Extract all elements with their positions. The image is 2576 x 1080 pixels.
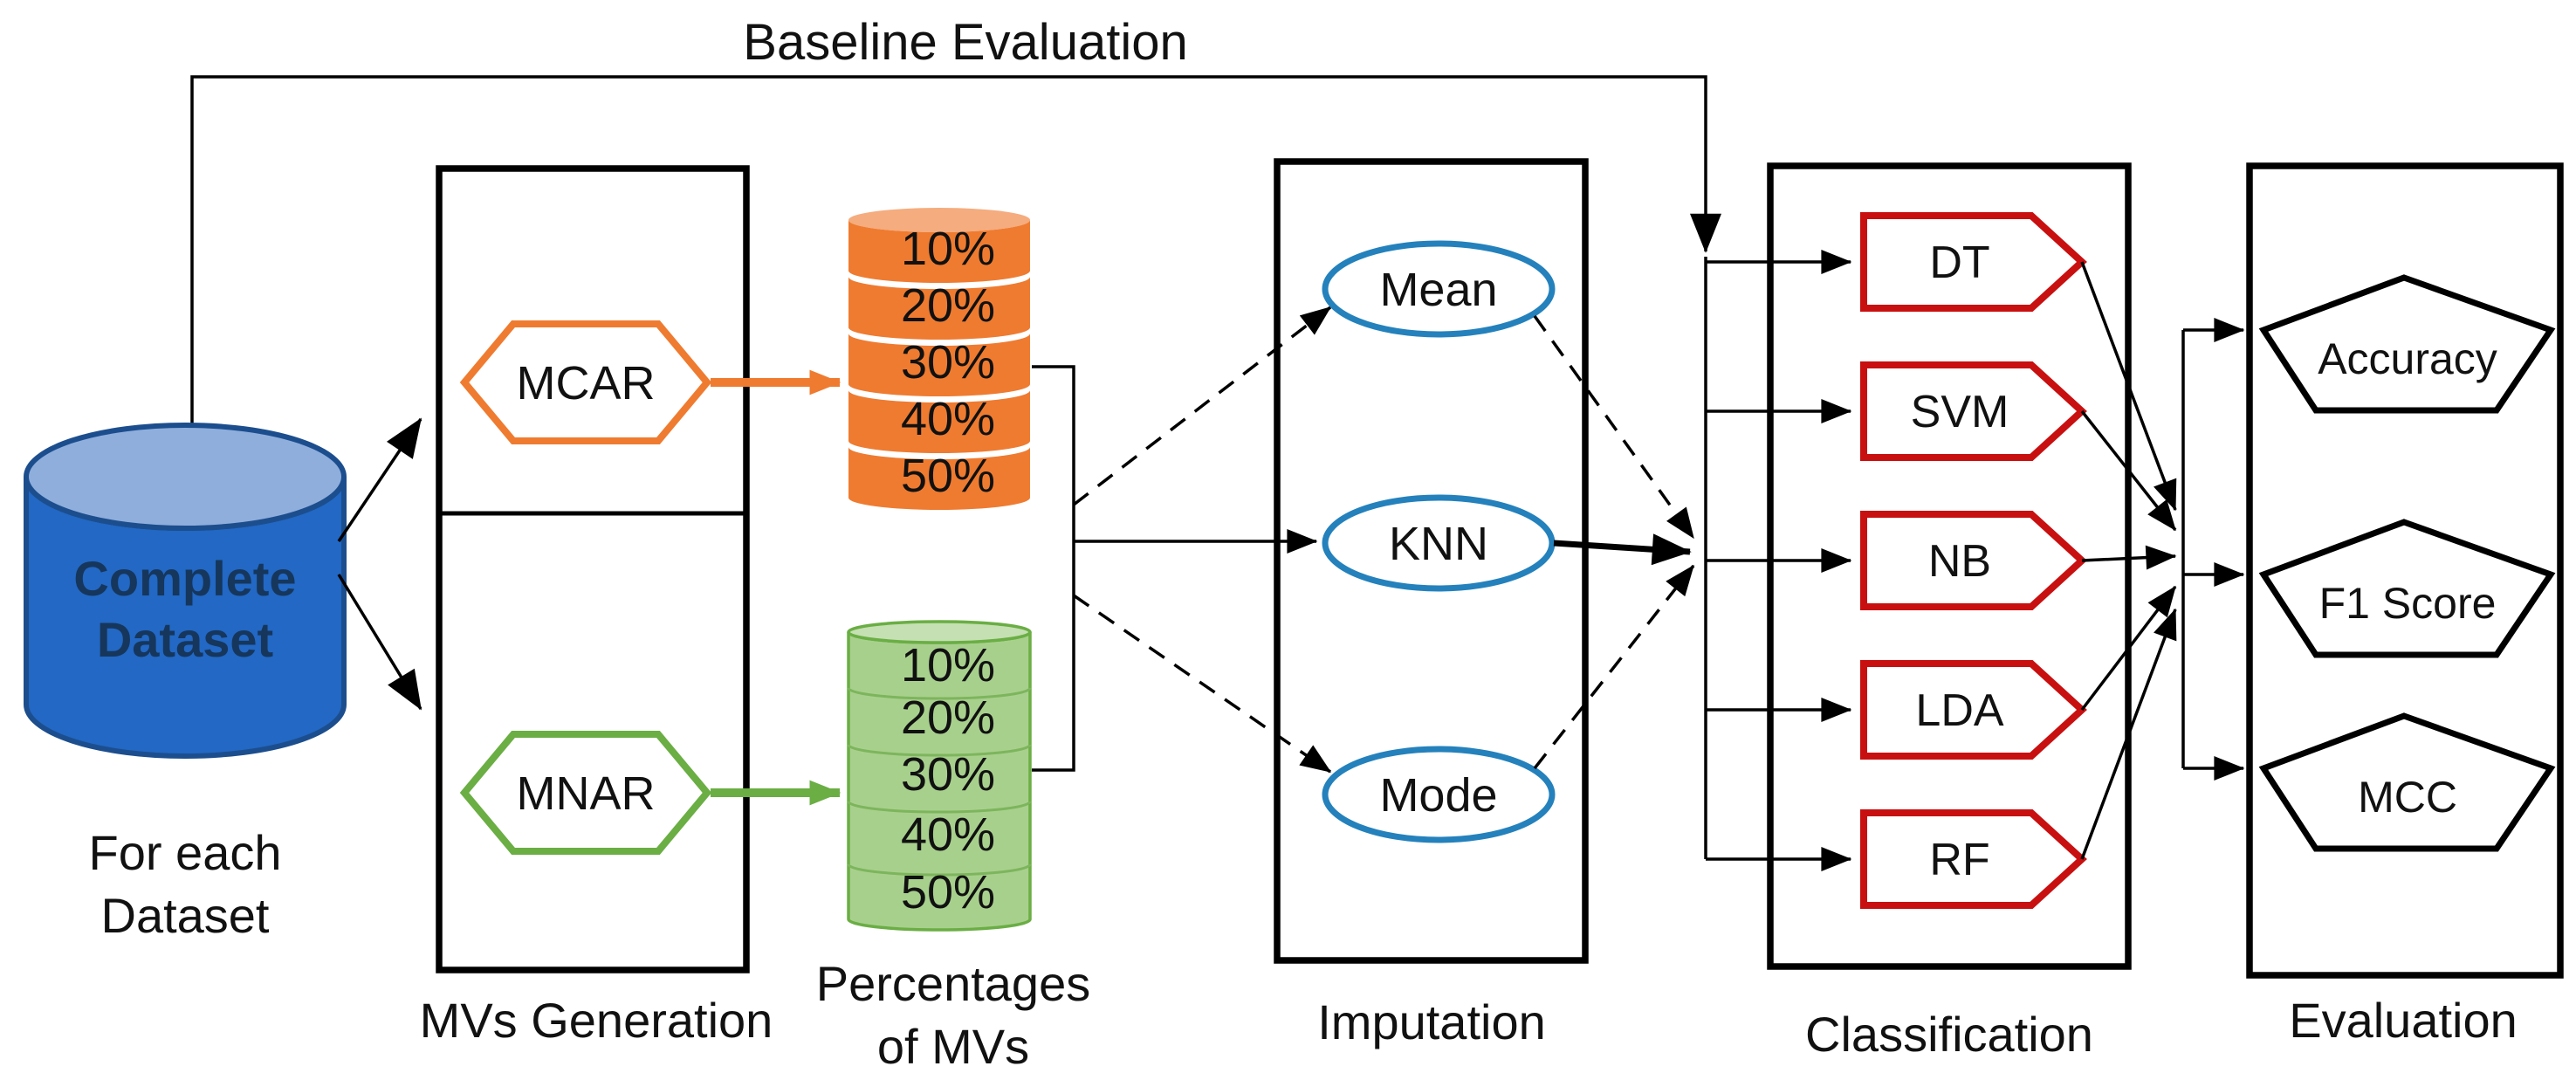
mcar-percentage-cylinder: 10% 20% 30% 40% 50% [848, 208, 1030, 510]
mvs-generation-caption: MVs Generation [420, 993, 773, 1048]
orange-disk-1 [848, 220, 1030, 283]
baseline-evaluation-label: Baseline Evaluation [743, 14, 1187, 71]
knn-to-classification-connector [1553, 533, 1692, 566]
orange-disk-4 [848, 390, 1030, 453]
green-band-line-2 [847, 744, 1032, 757]
classification-box [1767, 162, 2132, 970]
dt-shape [1860, 212, 2087, 312]
nb-shape [1860, 511, 2087, 610]
mcc-label: MCC [2358, 773, 2457, 822]
lda-to-evaluation-connector [2080, 585, 2177, 712]
imputation-methods: Mean KNN Mode [1322, 240, 1556, 843]
rf-to-evaluation-connector [2080, 608, 2177, 860]
imputation-caption: Imputation [1317, 994, 1546, 1049]
classifiers: DT SVM NB LDA RF [1860, 212, 2087, 909]
mode-label: Mode [1379, 769, 1497, 822]
accuracy-label: Accuracy [2318, 334, 2497, 383]
orange-percent-40: 40% [901, 393, 995, 445]
f1-score-label: F1 Score [2319, 579, 2497, 628]
orange-disk-5 [848, 447, 1030, 510]
dataset-to-mnar-arrow [337, 574, 422, 711]
mvs-generation-box [436, 165, 750, 973]
dataset-caption-line1: For each [89, 825, 282, 880]
svm-label: SVM [1911, 387, 2009, 437]
complete-dataset-cylinder: Complete Dataset [24, 423, 347, 759]
dt-to-evaluation-connector [2080, 261, 2177, 512]
evaluation-metrics: Accuracy F1 Score MCC [2258, 274, 2556, 852]
accuracy-pentagon [2258, 274, 2556, 414]
svm-to-evaluation-connector [2080, 409, 2177, 532]
evaluation-box [2246, 162, 2564, 979]
orange-disk-2 [848, 277, 1030, 340]
mean-to-classification-dashed-connector [1533, 314, 1695, 540]
database-cylinder-top [24, 423, 347, 531]
mcar-label: MCAR [517, 357, 656, 409]
classification-caption: Classification [1805, 1007, 2093, 1062]
junction-to-mode-dashed-connector [1073, 594, 1332, 774]
rf-label: RF [1929, 835, 1989, 885]
orange-percent-20: 20% [901, 279, 995, 332]
dataset-to-mcar-arrow [337, 417, 422, 542]
green-percent-40: 40% [901, 808, 995, 861]
orange-disk-3 [848, 334, 1030, 396]
mnar-hexagon [459, 731, 712, 855]
lda-shape [1860, 660, 2087, 760]
percentages-caption-line1: Percentages [816, 956, 1090, 1011]
baseline-evaluation-connector [190, 75, 1721, 428]
mean-label: Mean [1379, 264, 1497, 316]
orange-cylinder-top-face [848, 208, 1030, 232]
orange-percent-50: 50% [901, 450, 995, 502]
svm-shape [1860, 361, 2087, 461]
evaluation-caption: Evaluation [2289, 993, 2518, 1048]
lda-label: LDA [1915, 685, 2003, 736]
f1-score-pentagon [2258, 519, 2556, 658]
dt-label: DT [1929, 237, 1989, 288]
green-band-line-4 [847, 863, 1032, 877]
dataset-caption-line2: Dataset [101, 888, 270, 943]
mode-ellipse [1322, 746, 1556, 843]
mode-to-classification-dashed-connector [1533, 564, 1695, 770]
green-band-line-3 [847, 801, 1032, 814]
green-percent-20: 20% [901, 691, 995, 744]
knn-label: KNN [1389, 518, 1488, 570]
green-percent-50: 50% [901, 866, 995, 918]
percentage-junction-bracket [1032, 365, 1075, 772]
dataset-name-line2: Dataset [97, 612, 273, 667]
mcar-hexagon [459, 320, 712, 444]
junction-to-mean-dashed-connector [1072, 306, 1332, 506]
mean-ellipse [1322, 240, 1556, 338]
mnar-label: MNAR [517, 767, 656, 820]
green-band-line-1 [847, 687, 1032, 700]
percentages-caption-line2: of MVs [877, 1019, 1029, 1074]
orange-percent-30: 30% [901, 336, 995, 389]
green-cylinder-top-face [847, 620, 1032, 644]
green-percent-10: 10% [901, 639, 995, 691]
orange-percent-10: 10% [901, 223, 995, 275]
knn-ellipse [1322, 494, 1556, 592]
nb-label: NB [1928, 536, 1991, 587]
nb-to-evaluation-connector [2081, 545, 2177, 570]
dataset-name-line1: Complete [73, 551, 296, 606]
mcc-pentagon [2258, 712, 2556, 852]
imputation-box [1274, 158, 1589, 964]
green-percent-30: 30% [901, 748, 995, 801]
mnar-percentage-cylinder: 10% 20% 30% 40% 50% [847, 620, 1032, 932]
rf-shape [1860, 809, 2087, 909]
